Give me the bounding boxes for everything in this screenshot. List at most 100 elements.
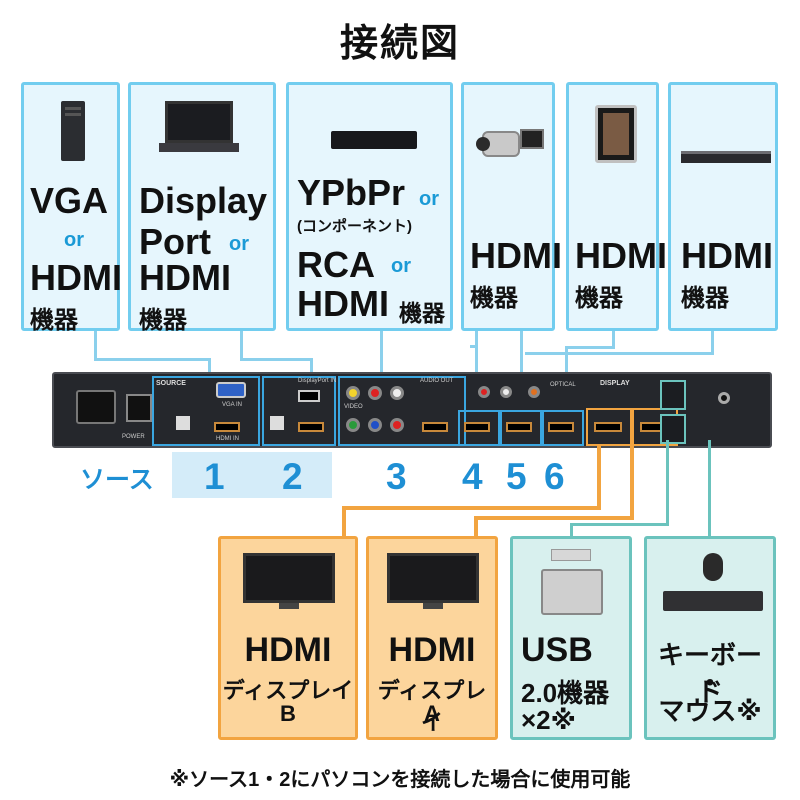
- bluray-player-icon: [331, 131, 417, 149]
- output-line-2: ディスプレイ: [377, 678, 487, 735]
- output-line-1: HDMI: [244, 631, 332, 669]
- source-label-line: 機器: [399, 300, 445, 326]
- display-label: DISPLAY: [600, 380, 630, 387]
- laptop-icon: [159, 101, 239, 152]
- power-switch[interactable]: [126, 394, 152, 422]
- output-line-1: HDMI: [388, 631, 476, 669]
- port-group-4: [458, 410, 500, 446]
- output-box-usb: USB 2.0機器 ×2※: [510, 536, 632, 740]
- power-label: POWER: [122, 434, 145, 440]
- recorder-icon: [681, 151, 771, 163]
- component-y-jack: [346, 418, 360, 432]
- or-label: or: [64, 229, 84, 251]
- hdmi-in-port-1: [214, 422, 240, 432]
- or-label: or: [419, 188, 439, 210]
- hdmi-in-port-6: [548, 422, 574, 432]
- optical-label: OPTICAL: [550, 382, 576, 388]
- port-group-1: [152, 376, 260, 446]
- source-label-line: YPbPr: [297, 172, 406, 213]
- source-label-line: HDMI: [297, 283, 389, 324]
- source-label-line: Port: [139, 221, 211, 262]
- output-line-3: A: [424, 701, 440, 726]
- source-label-line: Display: [139, 180, 268, 221]
- hdmi-out-b-port: [594, 422, 622, 432]
- camcorder-icon: [476, 125, 546, 161]
- source-label-line: (コンポーネント): [297, 218, 412, 235]
- tablet-icon: [595, 105, 637, 163]
- audio-out-label: AUDIO OUT: [420, 378, 454, 384]
- port-group-5: [500, 410, 542, 446]
- output-line-3: B: [280, 701, 296, 726]
- source-number-3: 3: [386, 456, 407, 497]
- footnote: ※ソース1・2にパソコンを接続した場合に使用可能: [169, 769, 631, 791]
- source-number-4: 4: [462, 456, 483, 497]
- rca-white-jack: [390, 386, 404, 400]
- hdmi-in-port-2: [298, 422, 324, 432]
- output-line-2: 2.0機器: [521, 678, 610, 708]
- output-line-3: ×2※: [521, 705, 576, 735]
- displayport-port: [298, 390, 320, 402]
- audio-white-jack: [500, 386, 512, 398]
- hdmi-in-port-3: [422, 422, 448, 432]
- audio-red-jack: [478, 386, 490, 398]
- source-label-line: HDMI: [30, 257, 122, 298]
- usb-b-port: [176, 416, 190, 430]
- output-line-2: ディスプレイ: [222, 678, 354, 703]
- tower-pc-icon: [61, 101, 85, 161]
- hdmi-in-port-4: [464, 422, 490, 432]
- source-number-1: 1: [204, 456, 225, 497]
- source-label-line: 機器: [470, 285, 518, 312]
- source-box-6: HDMI 機器: [668, 82, 778, 331]
- source-number-6: 6: [544, 456, 565, 497]
- component-pb-jack: [368, 418, 382, 432]
- rca-yellow-jack: [346, 386, 360, 400]
- monitor-icon: [243, 553, 335, 611]
- source-label-line: 機器: [139, 307, 187, 334]
- vga-port: [216, 382, 246, 398]
- output-line-3: マウス※: [658, 696, 762, 726]
- hdmi-in-label: HDMI IN: [216, 436, 239, 442]
- usb-a-ports-top: [660, 380, 686, 410]
- rca-red-jack: [368, 386, 382, 400]
- source-label-panel: SOURCE: [156, 380, 186, 387]
- source-1-highlight: [172, 452, 332, 498]
- hdmi-in-port-5: [506, 422, 532, 432]
- coaxial-jack: [528, 386, 540, 398]
- source-box-1: VGA or HDMI 機器: [21, 82, 122, 334]
- output-line-2: ・: [696, 668, 723, 698]
- source-number-2: 2: [282, 456, 303, 497]
- port-group-2: [262, 376, 336, 446]
- output-box-keyboard-mouse: キーボード ・ マウス※: [644, 536, 776, 740]
- component-pr-jack: [390, 418, 404, 432]
- source-label-line: VGA: [30, 180, 109, 221]
- source-row-label: ソース: [80, 466, 154, 494]
- usb-a-ports-bottom: [660, 414, 686, 444]
- page-title: 接続図: [339, 23, 460, 65]
- source-label-line: HDMI: [470, 235, 562, 276]
- output-box-hdmi-b: HDMI ディスプレイ B: [218, 536, 358, 740]
- source-box-3: YPbPr or (コンポーネント) RCA or HDMI 機器: [286, 82, 453, 331]
- output-line-1: USB: [521, 631, 593, 669]
- source-box-2: Display Port or HDMI 機器: [128, 82, 276, 334]
- video-label: VIDEO: [344, 404, 363, 410]
- source-label-line: HDMI: [681, 235, 773, 276]
- source-label-line: HDMI: [575, 235, 667, 276]
- device-rear-panel: POWER SOURCE VGA IN HDMI IN DisplayPort …: [52, 372, 772, 448]
- source-label-line: RCA: [297, 244, 375, 285]
- source-box-4: HDMI 機器: [461, 82, 562, 331]
- vga-in-label: VGA IN: [222, 402, 243, 408]
- hdmi-out-b-group: [586, 408, 632, 446]
- or-label: or: [391, 255, 411, 277]
- output-line-1: キーボード: [657, 640, 762, 707]
- keyboard-icon: [663, 591, 763, 611]
- port-group-6: [542, 410, 584, 446]
- printer-icon: [541, 569, 603, 615]
- source-label-line: 機器: [30, 307, 78, 334]
- source-number-5: 5: [506, 456, 527, 497]
- or-label: or: [229, 233, 249, 255]
- power-inlet: [76, 390, 116, 424]
- source-label-line: HDMI: [139, 257, 231, 298]
- source-box-5: HDMI 機器: [566, 82, 667, 331]
- ir-jack: [718, 392, 730, 404]
- output-box-hdmi-a: HDMI ディスプレイ A: [366, 536, 498, 740]
